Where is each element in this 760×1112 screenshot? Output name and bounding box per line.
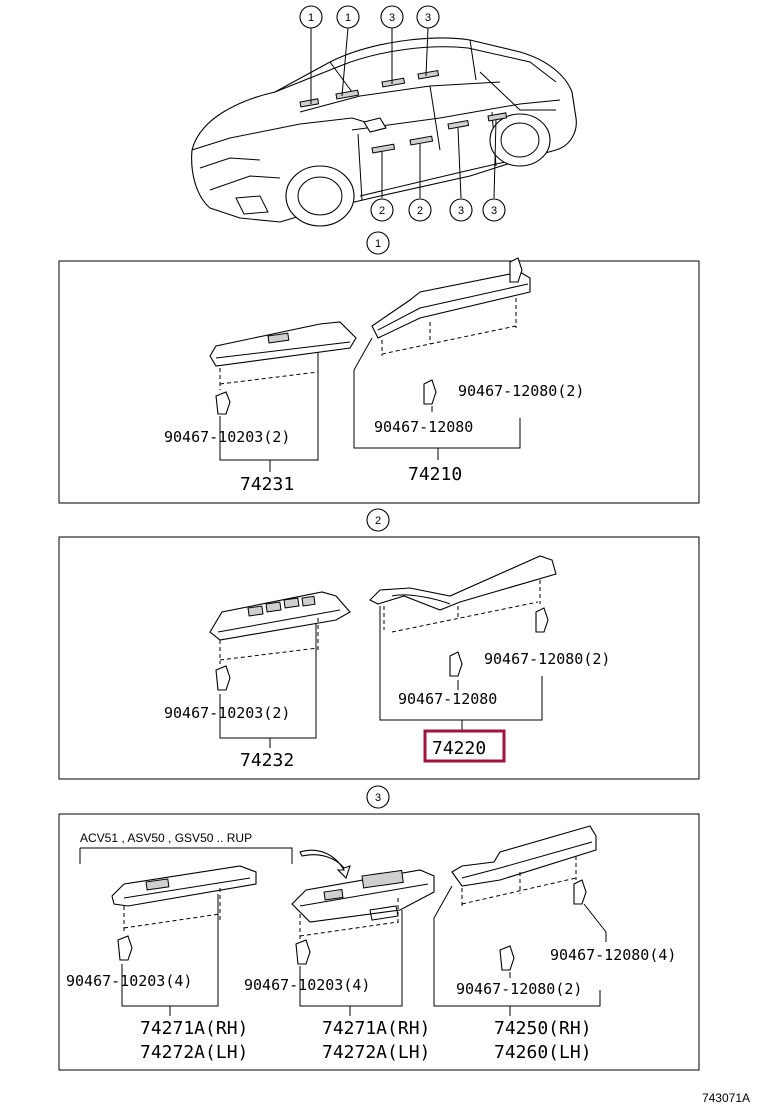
car-marker-2b: [408, 198, 432, 222]
section-1-left-clip-label: 90467-10203(2): [164, 428, 290, 446]
section-3-mid-part-lh: 74272A(LH): [322, 1042, 430, 1063]
car-marker-3c-text: 3: [458, 205, 464, 217]
car-illustration: 1 1 3 3 2 2 3 3: [191, 5, 577, 227]
section-2-highlight-box[interactable]: [423, 729, 506, 763]
car-marker-1b-text: 1: [345, 12, 351, 24]
section-3-left-switch-panel: [111, 865, 257, 1016]
section-2-left-switch-panel: [209, 591, 351, 748]
clip-icon: [295, 939, 311, 965]
car-marker-2b-text: 2: [417, 205, 423, 217]
section-1-right-clip-label-b: 90467-12080: [374, 418, 473, 436]
section-3-left-part-rh: 74271A(RH): [140, 1018, 248, 1039]
section-3-right-clip-label-b: 90467-12080(2): [456, 980, 582, 998]
section-3-right-armrest-trim: [433, 825, 607, 1016]
section-3-left-part-lh: 74272A(LH): [140, 1042, 248, 1063]
section-2-right-armrest-trim: [369, 555, 557, 732]
section-3-right-clip-label-a: 90467-12080(4): [550, 946, 676, 964]
section-1-right-armrest-trim: [353, 257, 531, 460]
section-3-box: [58, 813, 700, 1071]
section-3-model-note: ACV51 , ASV50 , GSV50 .. RUP: [80, 831, 252, 845]
car-marker-3b: [416, 5, 440, 29]
section-1-left-part-number: 74231: [240, 474, 294, 495]
car-marker-3a-text: 3: [389, 12, 395, 24]
section-3-mid-switch-panel: [291, 869, 435, 1016]
section-3-left-clip-label: 90467-10203(4): [66, 972, 192, 990]
car-marker-2a-text: 2: [379, 205, 385, 217]
figure-code: 743071A: [702, 1091, 750, 1105]
section-3-marker: [366, 785, 390, 809]
car-marker-2a: [370, 198, 394, 222]
clip-icon: [499, 945, 515, 971]
clip-icon: [509, 257, 523, 283]
section-3-mid-clip-label: 90467-10203(4): [244, 976, 370, 994]
section-3-right-part-lh: 74260(LH): [494, 1042, 592, 1063]
car-marker-1a-text: 1: [308, 12, 314, 24]
section-3-marker-text: 3: [375, 792, 381, 804]
arrow-icon: [299, 849, 351, 880]
clip-icon: [215, 665, 231, 691]
section-2-left-part-number: 74232: [240, 750, 294, 771]
section-2-left-clip-label: 90467-10203(2): [164, 704, 290, 722]
car-marker-3d-text: 3: [491, 205, 497, 217]
clip-icon: [573, 879, 587, 905]
section-2-box: [58, 536, 700, 780]
section-1-marker-text: 1: [375, 238, 381, 250]
car-marker-3b-text: 3: [425, 12, 431, 24]
clip-icon: [117, 935, 133, 961]
car-marker-1b: [336, 5, 360, 29]
section-1-right-part-number: 74210: [408, 464, 462, 485]
section-2-right-clip-label-b: 90467-12080: [398, 690, 497, 708]
section-3-mid-part-rh: 74271A(RH): [322, 1018, 430, 1039]
section-1-box: [58, 260, 700, 504]
clip-icon: [423, 379, 437, 405]
section-1-left-switch-panel: [209, 321, 357, 472]
section-2-marker-text: 2: [375, 515, 381, 527]
section-3-right-part-rh: 74250(RH): [494, 1018, 592, 1039]
section-2-marker: [366, 508, 390, 532]
car-marker-1a: [299, 5, 323, 29]
car-marker-3a: [380, 5, 404, 29]
section-1-marker: [366, 231, 390, 255]
car-marker-3c: [449, 198, 473, 222]
clip-icon: [215, 391, 231, 415]
car-marker-3d: [482, 198, 506, 222]
section-2-right-part-number[interactable]: 74220: [432, 738, 486, 759]
section-1-right-clip-label-a: 90467-12080(2): [458, 382, 584, 400]
clip-icon: [535, 607, 549, 633]
section-2-right-clip-label-a: 90467-12080(2): [484, 650, 610, 668]
clip-icon: [449, 651, 463, 677]
